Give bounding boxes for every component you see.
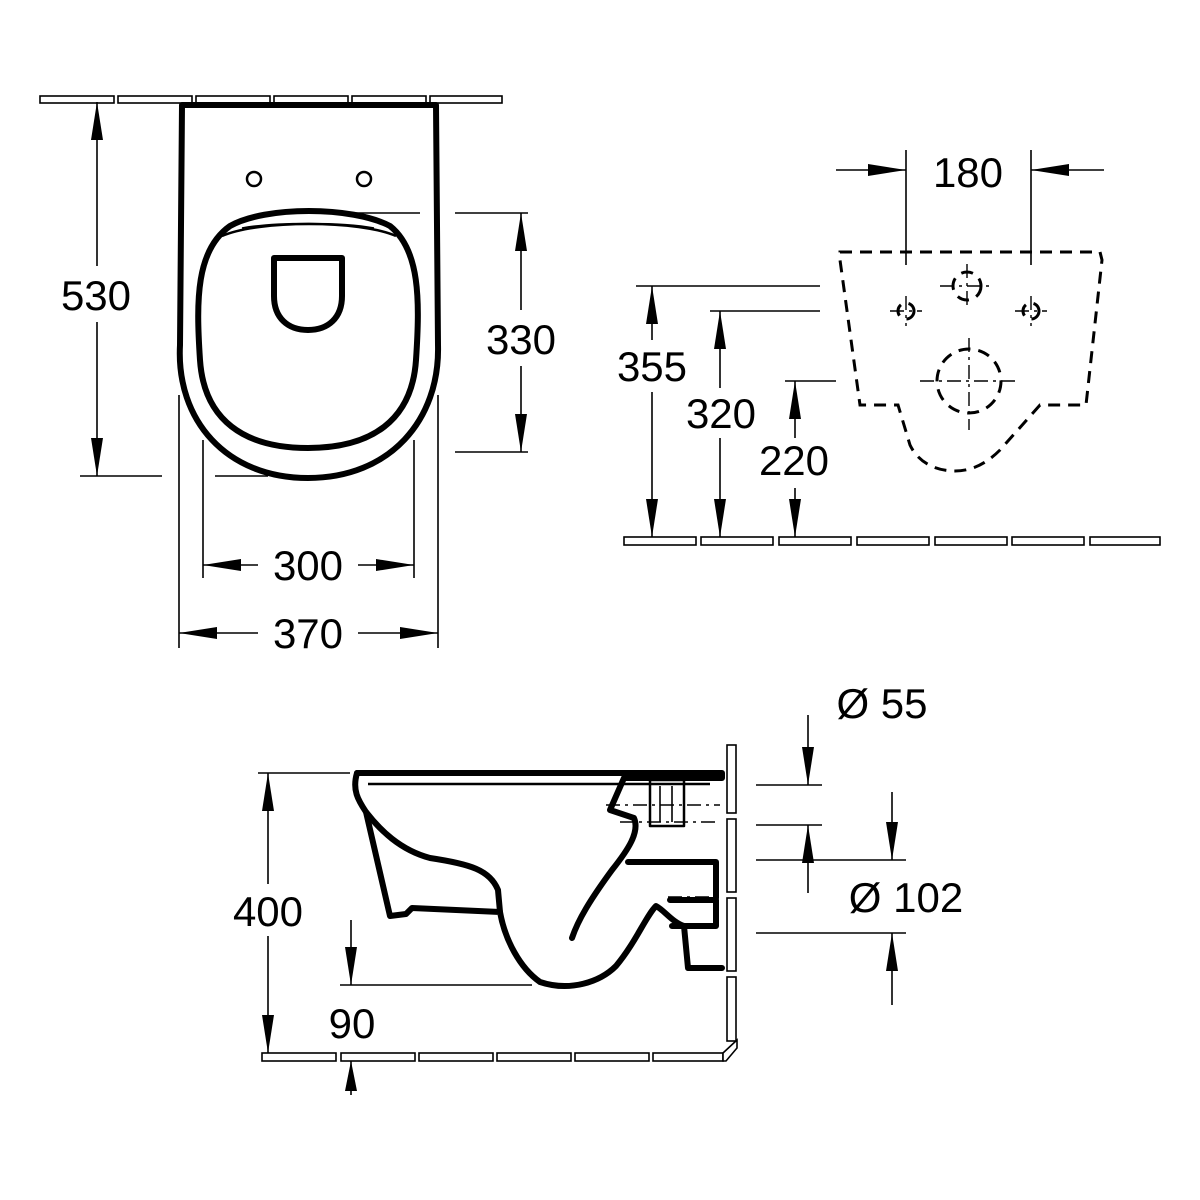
rear-view: 180 355 320 220	[608, 149, 1161, 546]
bowl-inner-profile	[363, 809, 503, 915]
bowl-outline	[176, 102, 442, 481]
front-wall-strip	[39, 95, 503, 104]
waste-pipe-top	[625, 859, 719, 901]
water-inlet-stub	[648, 778, 686, 828]
seat-inner-line	[221, 222, 397, 238]
dim-outlet-height: 220	[759, 437, 829, 484]
hinge-hole-left	[245, 170, 263, 188]
dim-side-height: 400	[233, 888, 303, 935]
bowl-opening	[271, 255, 345, 333]
dim-waste-outlet: Ø 102	[849, 874, 963, 921]
dim-inner-width: 300	[273, 542, 343, 589]
dim-rim-to-floor: 90	[329, 1000, 376, 1047]
rear-floor-strip	[623, 536, 1161, 546]
rear-fixing-holes	[890, 264, 1047, 430]
seat-hinge-line	[241, 222, 375, 229]
hinge-hole-right	[355, 170, 373, 188]
dim-bolt-spacing: 180	[933, 149, 1003, 196]
bowl-profile	[354, 770, 725, 941]
dim-seat-length: 330	[486, 316, 556, 363]
seat-outline	[195, 208, 421, 451]
dim-front-height: 530	[61, 272, 131, 319]
side-floor-strip	[261, 1038, 738, 1062]
dim-bolt-height: 320	[686, 390, 756, 437]
bowl-outer-profile	[352, 770, 725, 989]
front-view: 530 330 300 370	[39, 95, 566, 660]
side-wall-strip	[726, 744, 737, 1042]
outlet-stub	[667, 897, 719, 929]
dim-water-inlet: Ø 55	[836, 680, 927, 727]
dim-upper-height: 355	[617, 343, 687, 390]
rear-outline	[838, 250, 1104, 473]
side-view: 400 90 Ø 55 Ø 102	[224, 680, 963, 1095]
dim-outer-width: 370	[273, 610, 343, 657]
